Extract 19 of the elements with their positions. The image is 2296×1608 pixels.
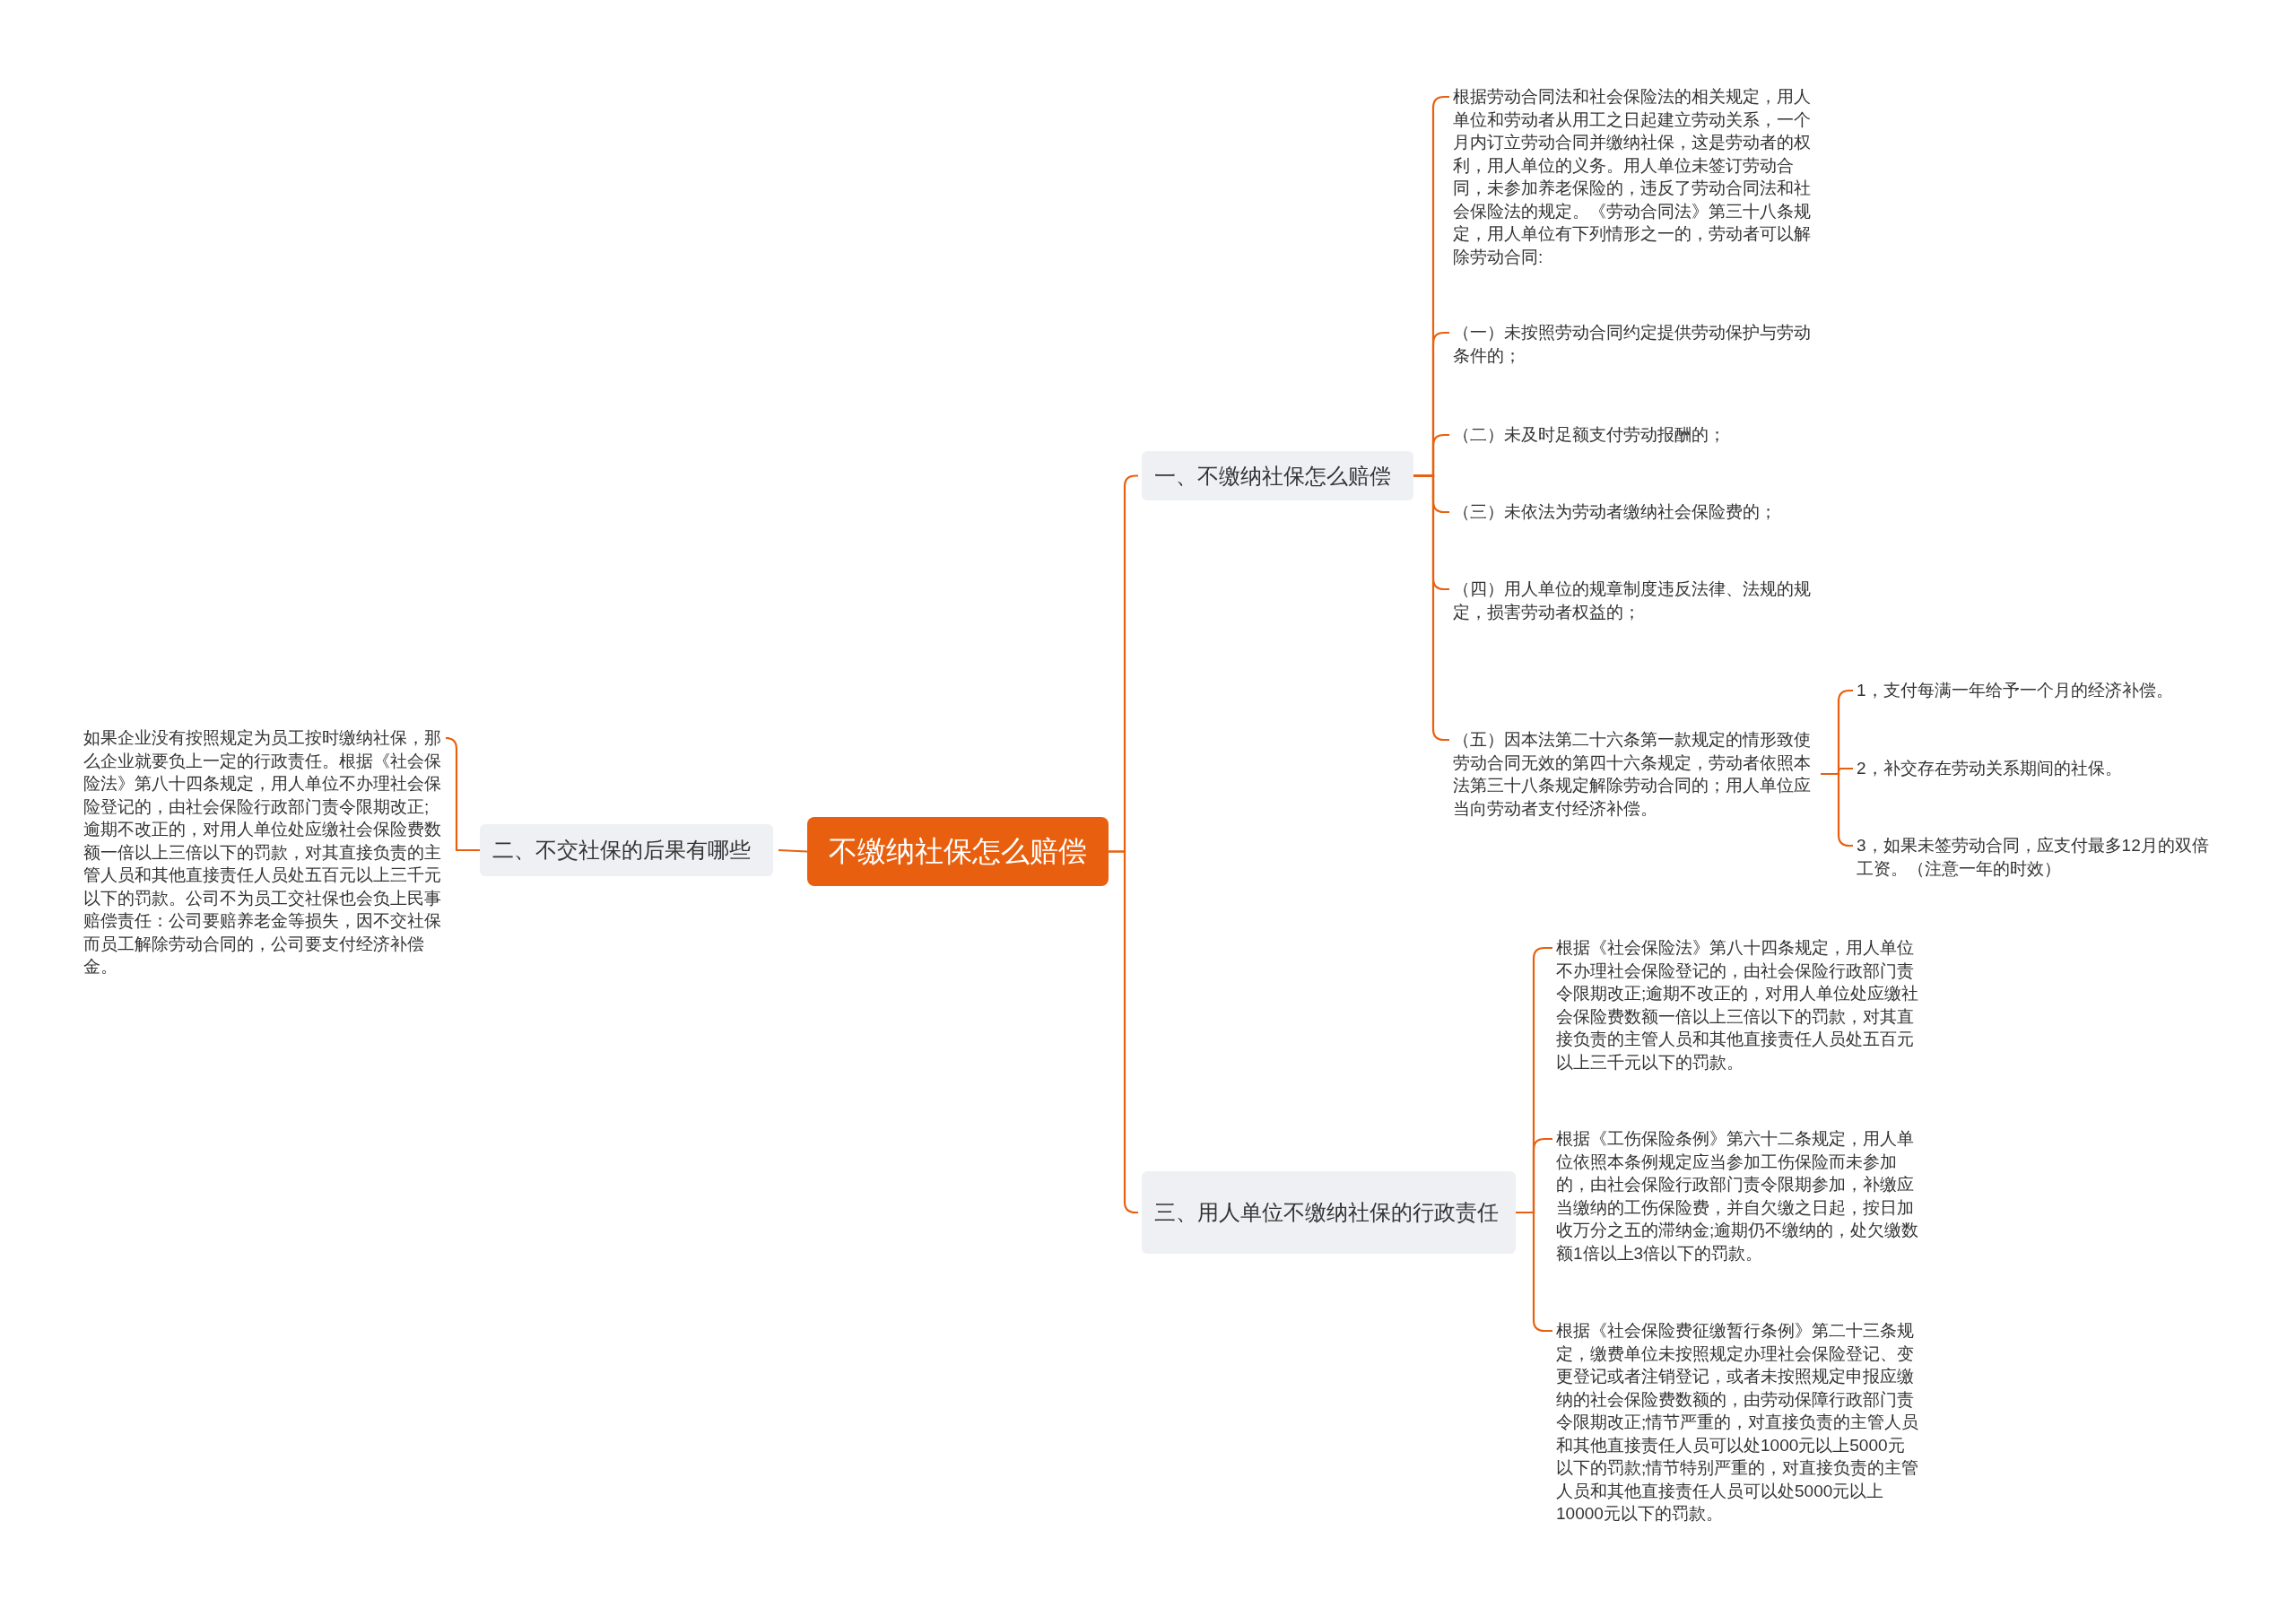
- connector-line: [778, 848, 808, 853]
- leaf-text: 根据劳动合同法和社会保险法的相关规定，用人单位和劳动者从用工之日起建立劳动关系，一个月内订立劳动合同并缴纳社保，这是劳动者的权利，用人单位的义务。用人单位未签订劳动合同，未参加养老保险的，违反了劳动合同法和社会保险法的规定。《劳动合同法》第三十八条规定，用人单位有下列情形之一的，劳动者可以解除劳动合同:: [1453, 85, 1821, 268]
- leaf-text: （一）未按照劳动合同约定提供劳动保护与劳动条件的；: [1453, 321, 1821, 367]
- leaf-text: （二）未及时足额支付劳动报酬的；: [1453, 423, 1821, 447]
- leaf-text: 2，补交存在劳动关系期间的社保。: [1857, 757, 2233, 780]
- leaf-text: （五）因本法第二十六条第一款规定的情形致使劳动合同无效的第四十六条规定，劳动者依照本法第三十八条规定解除劳动合同的；用人单位应当向劳动者支付经济补偿。: [1453, 728, 1821, 820]
- leaf-text: 1，支付每满一年给予一个月的经济补偿。: [1857, 679, 2233, 702]
- leaf-text: 根据《社会保险法》第八十四条规定，用人单位不办理社会保险登记的，由社会保险行政部门责令限期改正;逾期不改正的，对用人单位处应缴社会保险费数额一倍以上三倍以下的罚款，对其直接负责的主管人员和其他直接责任人员处五百元以上三千元以下的罚款。: [1556, 936, 1919, 1073]
- leaf-text: （四）用人单位的规章制度违反法律、法规的规定，损害劳动者权益的；: [1453, 578, 1821, 623]
- leaf-text: 如果企业没有按照规定为员工按时缴纳社保，那么企业就要负上一定的行政责任。根据《社会保险法》第八十四条规定，用人单位不办理社会保险登记的，由社会保险行政部门责令限期改正;逾期不改正的，对用人单位处应缴社会保险费数额一倍以上三倍以下的罚款，对其直接负责的主管人员和其他直接责任人员处五百元以上三千元以下的罚款。公司不为员工交社保也会负上民事赔偿责任：公司要赔养老金等损失，因不交社保而员工解除劳动合同的，公司要支付经济补偿金。: [83, 726, 444, 978]
- connector-line: [1109, 850, 1138, 1214]
- leaf-text: 根据《工伤保险条例》第六十二条规定，用人单位依照本条例规定应当参加工伤保险而未参加的，由社会保险行政部门责令限期参加，补缴应当缴纳的工伤保险费，并自欠缴之日起，按日加收万分之五的滞纳金;逾期仍不缴纳的，处欠缴数额1倍以上3倍以下的罚款。: [1556, 1127, 1919, 1265]
- leaf-text: （三）未依法为劳动者缴纳社会保险费的；: [1453, 500, 1821, 524]
- branch-topic: 三、用人单位不缴纳社保的行政责任: [1142, 1171, 1516, 1254]
- central-topic: 不缴纳社保怎么赔偿: [807, 817, 1109, 886]
- leaf-text: 根据《社会保险费征缴暂行条例》第二十三条规定，缴费单位未按照规定办理社会保险登记、变更登记或者注销登记，或者未按照规定申报应缴纳的社会保险费数额的，由劳动保障行政部门责令限期改正;情节严重的，对直接负责的主管人员和其他直接责任人员可以处1000元以上5000元以下的罚款;情节特别严重的，对直接负责的主管人员和其他直接责任人员可以处5000元以上10000元以下的罚款。: [1556, 1319, 1919, 1525]
- branch-topic: 二、不交社保的后果有哪些: [480, 824, 773, 876]
- branch-topic: 一、不缴纳社保怎么赔偿: [1142, 451, 1413, 500]
- leaf-text: 3，如果未签劳动合同，应支付最多12月的双倍工资。（注意一年的时效）: [1857, 834, 2215, 880]
